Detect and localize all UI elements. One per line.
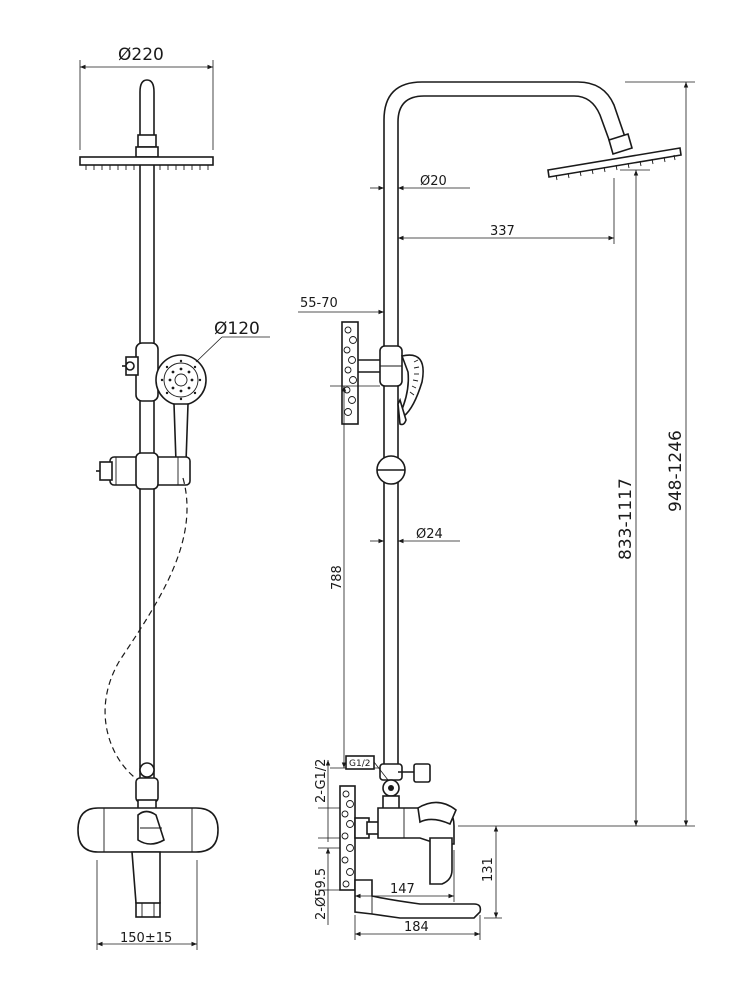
handshower-nozzles bbox=[160, 359, 202, 401]
height-outlet-label: 833-1117 bbox=[616, 478, 636, 560]
pipe-diameter-lower-label: Ø24 bbox=[416, 527, 443, 542]
wall-section-lower bbox=[339, 785, 356, 891]
wall-offset-label: 55-70 bbox=[300, 296, 338, 311]
head-diameter-label: Ø220 bbox=[118, 45, 164, 65]
mixer-width-label: 150±15 bbox=[120, 931, 172, 946]
arm-reach-label: 337 bbox=[490, 224, 515, 239]
inlet-thread-label: 2-G1/2 bbox=[314, 759, 329, 803]
side-handshower-nozzles bbox=[409, 359, 420, 396]
spout-reach-inner-label: 147 bbox=[390, 882, 415, 897]
pipe-diameter-top-label: Ø20 bbox=[420, 174, 447, 189]
front-view: Ø220 Ø12 bbox=[77, 45, 270, 950]
spout-reach-outer-label: 184 bbox=[404, 920, 429, 935]
spout-height-label: 131 bbox=[481, 857, 496, 882]
side-head-nozzles bbox=[555, 154, 676, 181]
rain-head-nozzles bbox=[85, 165, 209, 170]
side-view: Ø20 337 55-70 bbox=[298, 81, 695, 940]
height-total-label: 948-1246 bbox=[666, 430, 686, 512]
riser-length-label: 788 bbox=[330, 565, 345, 590]
thread-label: G1/2 bbox=[349, 759, 370, 769]
flange-diameter-label: 2-Ø59.5 bbox=[314, 868, 329, 920]
handshower-diameter-label: Ø120 bbox=[214, 319, 260, 339]
